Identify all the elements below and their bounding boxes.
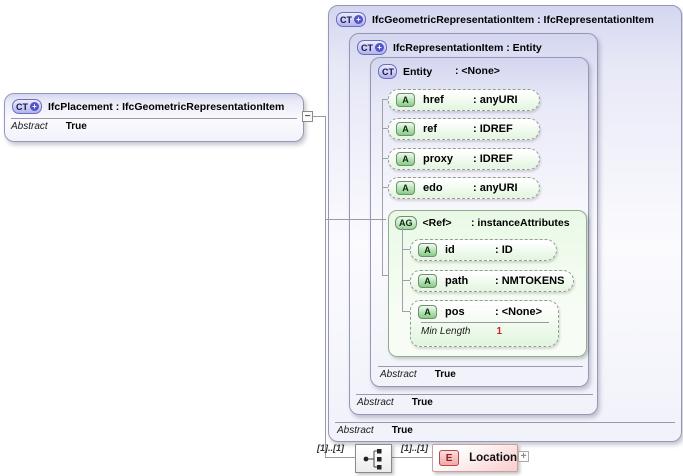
abstract-value: True (391, 425, 413, 436)
attribute-icon: A (396, 122, 415, 136)
element-location[interactable]: E Location (432, 444, 518, 472)
divider (335, 422, 675, 423)
attribute-type: : IDREF (473, 123, 513, 135)
tree-line (382, 99, 388, 100)
abstract-label: Abstract (337, 425, 374, 436)
abstract-value: True (434, 369, 456, 380)
tree-line (402, 227, 403, 312)
type-title: IfcPlacement : IfcGeometricRepresentatio… (48, 100, 285, 113)
complex-type-icon: CT+ (336, 12, 366, 27)
complex-type-box-ifcgeometricrepresentationitem[interactable]: CT+ IfcGeometricRepresentationItem : Ifc… (328, 5, 682, 442)
tree-line (382, 275, 388, 276)
tree-line (402, 311, 410, 312)
attribute-name: path (445, 275, 469, 287)
type-header: CT+ IfcGeometricRepresentationItem : Ifc… (329, 6, 681, 27)
divider (378, 366, 583, 367)
attribute-group-ref[interactable]: AG <Ref> : instanceAttributes A id : ID (388, 210, 587, 357)
attribute-name: edo (423, 182, 443, 194)
complex-type-icon: CT+ (12, 99, 42, 114)
attribute-group-header: AG <Ref> : instanceAttributes (389, 211, 586, 230)
divider (11, 118, 297, 119)
attribute-type: : NMTOKENS (495, 275, 565, 287)
attribute-path[interactable]: A path : NMTOKENS (410, 270, 574, 292)
sequence-icon (363, 448, 381, 469)
abstract-label: Abstract (357, 397, 394, 408)
attribute-type: : ID (495, 244, 513, 256)
complex-type-box-ifcplacement[interactable]: CT+ IfcPlacement : IfcGeometricRepresent… (4, 93, 304, 142)
divider (356, 394, 593, 395)
attribute-group-type: : instanceAttributes (471, 217, 570, 229)
abstract-value: True (65, 121, 87, 132)
derived-plus-icon: + (354, 15, 363, 24)
min-length-value: 1 (496, 326, 503, 337)
connector-line-basetype (325, 219, 386, 220)
attribute-pos[interactable]: A pos : <None> Min Length 1 (410, 300, 559, 347)
tree-line (402, 280, 410, 281)
complex-type-icon: CT+ (357, 40, 387, 55)
attribute-type: : <None> (495, 305, 543, 318)
min-length-facet: Min Length 1 (411, 323, 558, 337)
complex-type-box-ifcrepresentationitem[interactable]: CT+ IfcRepresentationItem : Entity Abstr… (349, 33, 598, 415)
divider (421, 322, 549, 323)
attribute-icon: A (396, 93, 415, 107)
tree-line (402, 249, 410, 250)
type-header: CT+ IfcPlacement : IfcGeometricRepresent… (5, 94, 303, 114)
connector-line (326, 457, 355, 458)
attribute-name: pos (445, 305, 465, 318)
type-name: Entity (403, 65, 433, 78)
derived-plus-icon: + (375, 43, 384, 52)
type-title: IfcRepresentationItem : Entity (393, 41, 542, 54)
attribute-group-name: <Ref> (422, 217, 452, 229)
attribute-href[interactable]: A href : anyURI (388, 89, 540, 111)
abstract-facet: Abstract True (11, 121, 87, 132)
attribute-edo[interactable]: A edo : anyURI (388, 177, 540, 199)
attribute-ref[interactable]: A ref : IDREF (388, 118, 540, 140)
attribute-group-icon: AG (395, 216, 417, 230)
attribute-icon: A (418, 274, 437, 288)
attribute-type: : anyURI (473, 94, 518, 106)
connector-line (390, 457, 432, 458)
attribute-name: ref (423, 123, 438, 135)
attribute-icon: A (396, 181, 415, 195)
connector-line (313, 116, 325, 117)
min-length-label: Min Length (421, 326, 471, 337)
element-icon: E (439, 450, 460, 466)
type-base: : <None> (455, 65, 500, 77)
abstract-value: True (411, 397, 433, 408)
tree-line (382, 187, 388, 188)
attribute-icon: A (418, 304, 437, 319)
complex-type-box-entity[interactable]: CT Entity : <None> A href : anyURI (370, 57, 589, 387)
sequence-compositor[interactable] (355, 444, 392, 473)
attribute-type: : IDREF (473, 153, 513, 165)
tree-line (382, 128, 388, 129)
abstract-facet: Abstract True (380, 369, 456, 380)
attribute-icon: A (396, 152, 415, 166)
connector-line (325, 116, 326, 458)
cardinality-label: [1]..[1] (401, 443, 428, 453)
attribute-name: id (445, 244, 455, 256)
attribute-name: proxy (423, 153, 453, 165)
attribute-type: : anyURI (473, 182, 518, 194)
collapse-button[interactable]: − (302, 111, 313, 122)
abstract-facet: Abstract True (357, 397, 433, 408)
expand-button[interactable]: + (518, 451, 529, 462)
tree-line (382, 158, 388, 159)
element-name: Location (469, 452, 517, 464)
attribute-icon: A (418, 243, 437, 257)
attribute-id[interactable]: A id : ID (410, 239, 557, 261)
cardinality-label: [1]..[1] (317, 443, 344, 453)
type-header: CT Entity : <None> (371, 58, 588, 79)
type-title: IfcGeometricRepresentationItem : IfcRepr… (372, 13, 654, 26)
attribute-name: href (423, 94, 444, 106)
attribute-proxy[interactable]: A proxy : IDREF (388, 148, 540, 170)
type-header: CT+ IfcRepresentationItem : Entity (350, 34, 597, 55)
abstract-label: Abstract (11, 121, 48, 132)
derived-plus-icon: + (30, 102, 39, 111)
abstract-label: Abstract (380, 369, 417, 380)
abstract-facet: Abstract True (337, 425, 413, 436)
complex-type-icon: CT (378, 64, 397, 79)
